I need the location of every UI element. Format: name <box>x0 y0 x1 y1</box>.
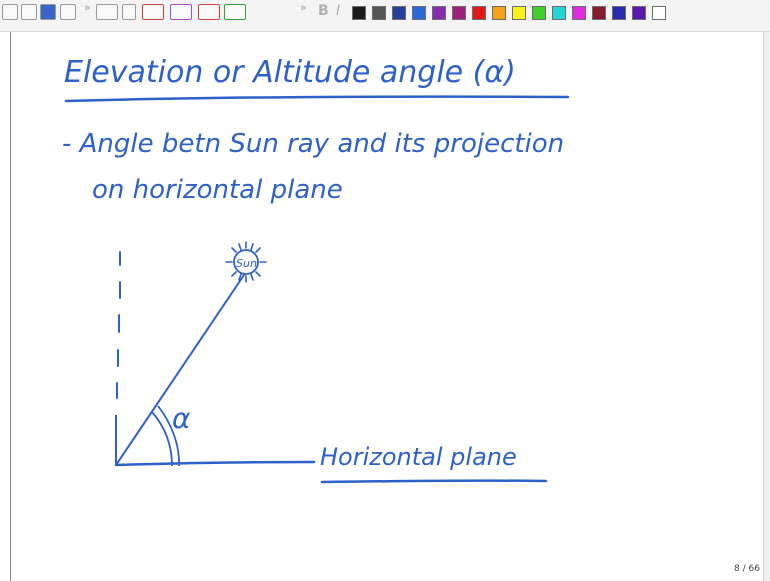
page-indicator: 8 / 66 <box>734 564 760 574</box>
note-line-1: - Angle betn Sun ray and its projection <box>62 129 564 159</box>
horizontal-plane-underline <box>320 479 548 484</box>
vertical-dashed-line <box>116 251 121 399</box>
color-swatch[interactable] <box>472 6 486 20</box>
page-icon[interactable] <box>2 4 18 20</box>
color-swatch[interactable] <box>552 6 566 20</box>
horizontal-plane-label: Horizontal plane <box>320 443 517 471</box>
overflow-icon[interactable]: » <box>84 1 91 14</box>
angle-arc-1 <box>151 411 173 467</box>
horizontal-line <box>114 460 316 467</box>
pen-dropdown-icon[interactable] <box>122 4 136 20</box>
lasso-icon[interactable] <box>198 4 220 20</box>
color-swatch[interactable] <box>372 6 386 20</box>
color-swatch[interactable] <box>632 6 646 20</box>
insert-space-icon[interactable] <box>224 4 246 20</box>
image-icon[interactable] <box>60 4 76 20</box>
save-icon[interactable] <box>40 4 56 20</box>
note-page[interactable] <box>8 32 762 581</box>
bold-icon[interactable]: B <box>318 3 329 19</box>
title-underline <box>64 95 570 103</box>
sun-icon: Sun <box>225 241 267 283</box>
color-swatch[interactable] <box>492 6 506 20</box>
color-swatch[interactable] <box>432 6 446 20</box>
highlighter-icon[interactable] <box>142 4 164 20</box>
page-add-icon[interactable] <box>21 4 37 20</box>
color-swatch[interactable] <box>412 6 426 20</box>
note-line-2: on horizontal plane <box>92 175 343 205</box>
toolbar: » » B I <box>0 0 770 32</box>
color-swatch[interactable] <box>352 6 366 20</box>
overflow-icon-2[interactable]: » <box>300 1 307 14</box>
color-swatch[interactable] <box>532 6 546 20</box>
sun-ray <box>115 274 245 466</box>
color-swatch[interactable] <box>512 6 526 20</box>
pen-icon[interactable] <box>96 4 118 20</box>
sun-label: Sun <box>236 257 257 270</box>
page-border <box>10 32 11 581</box>
note-title: Elevation or Altitude angle (α) <box>64 55 516 90</box>
side-scrollbar[interactable] <box>763 32 770 581</box>
color-swatch[interactable] <box>612 6 626 20</box>
angle-alpha-label: α <box>172 402 191 435</box>
color-swatch[interactable] <box>652 6 666 20</box>
color-swatch[interactable] <box>392 6 406 20</box>
eraser-icon[interactable] <box>170 4 192 20</box>
color-swatch[interactable] <box>452 6 466 20</box>
italic-icon[interactable]: I <box>336 3 341 19</box>
color-swatch[interactable] <box>572 6 586 20</box>
color-swatch[interactable] <box>592 6 606 20</box>
angle-arc-2 <box>157 405 180 467</box>
